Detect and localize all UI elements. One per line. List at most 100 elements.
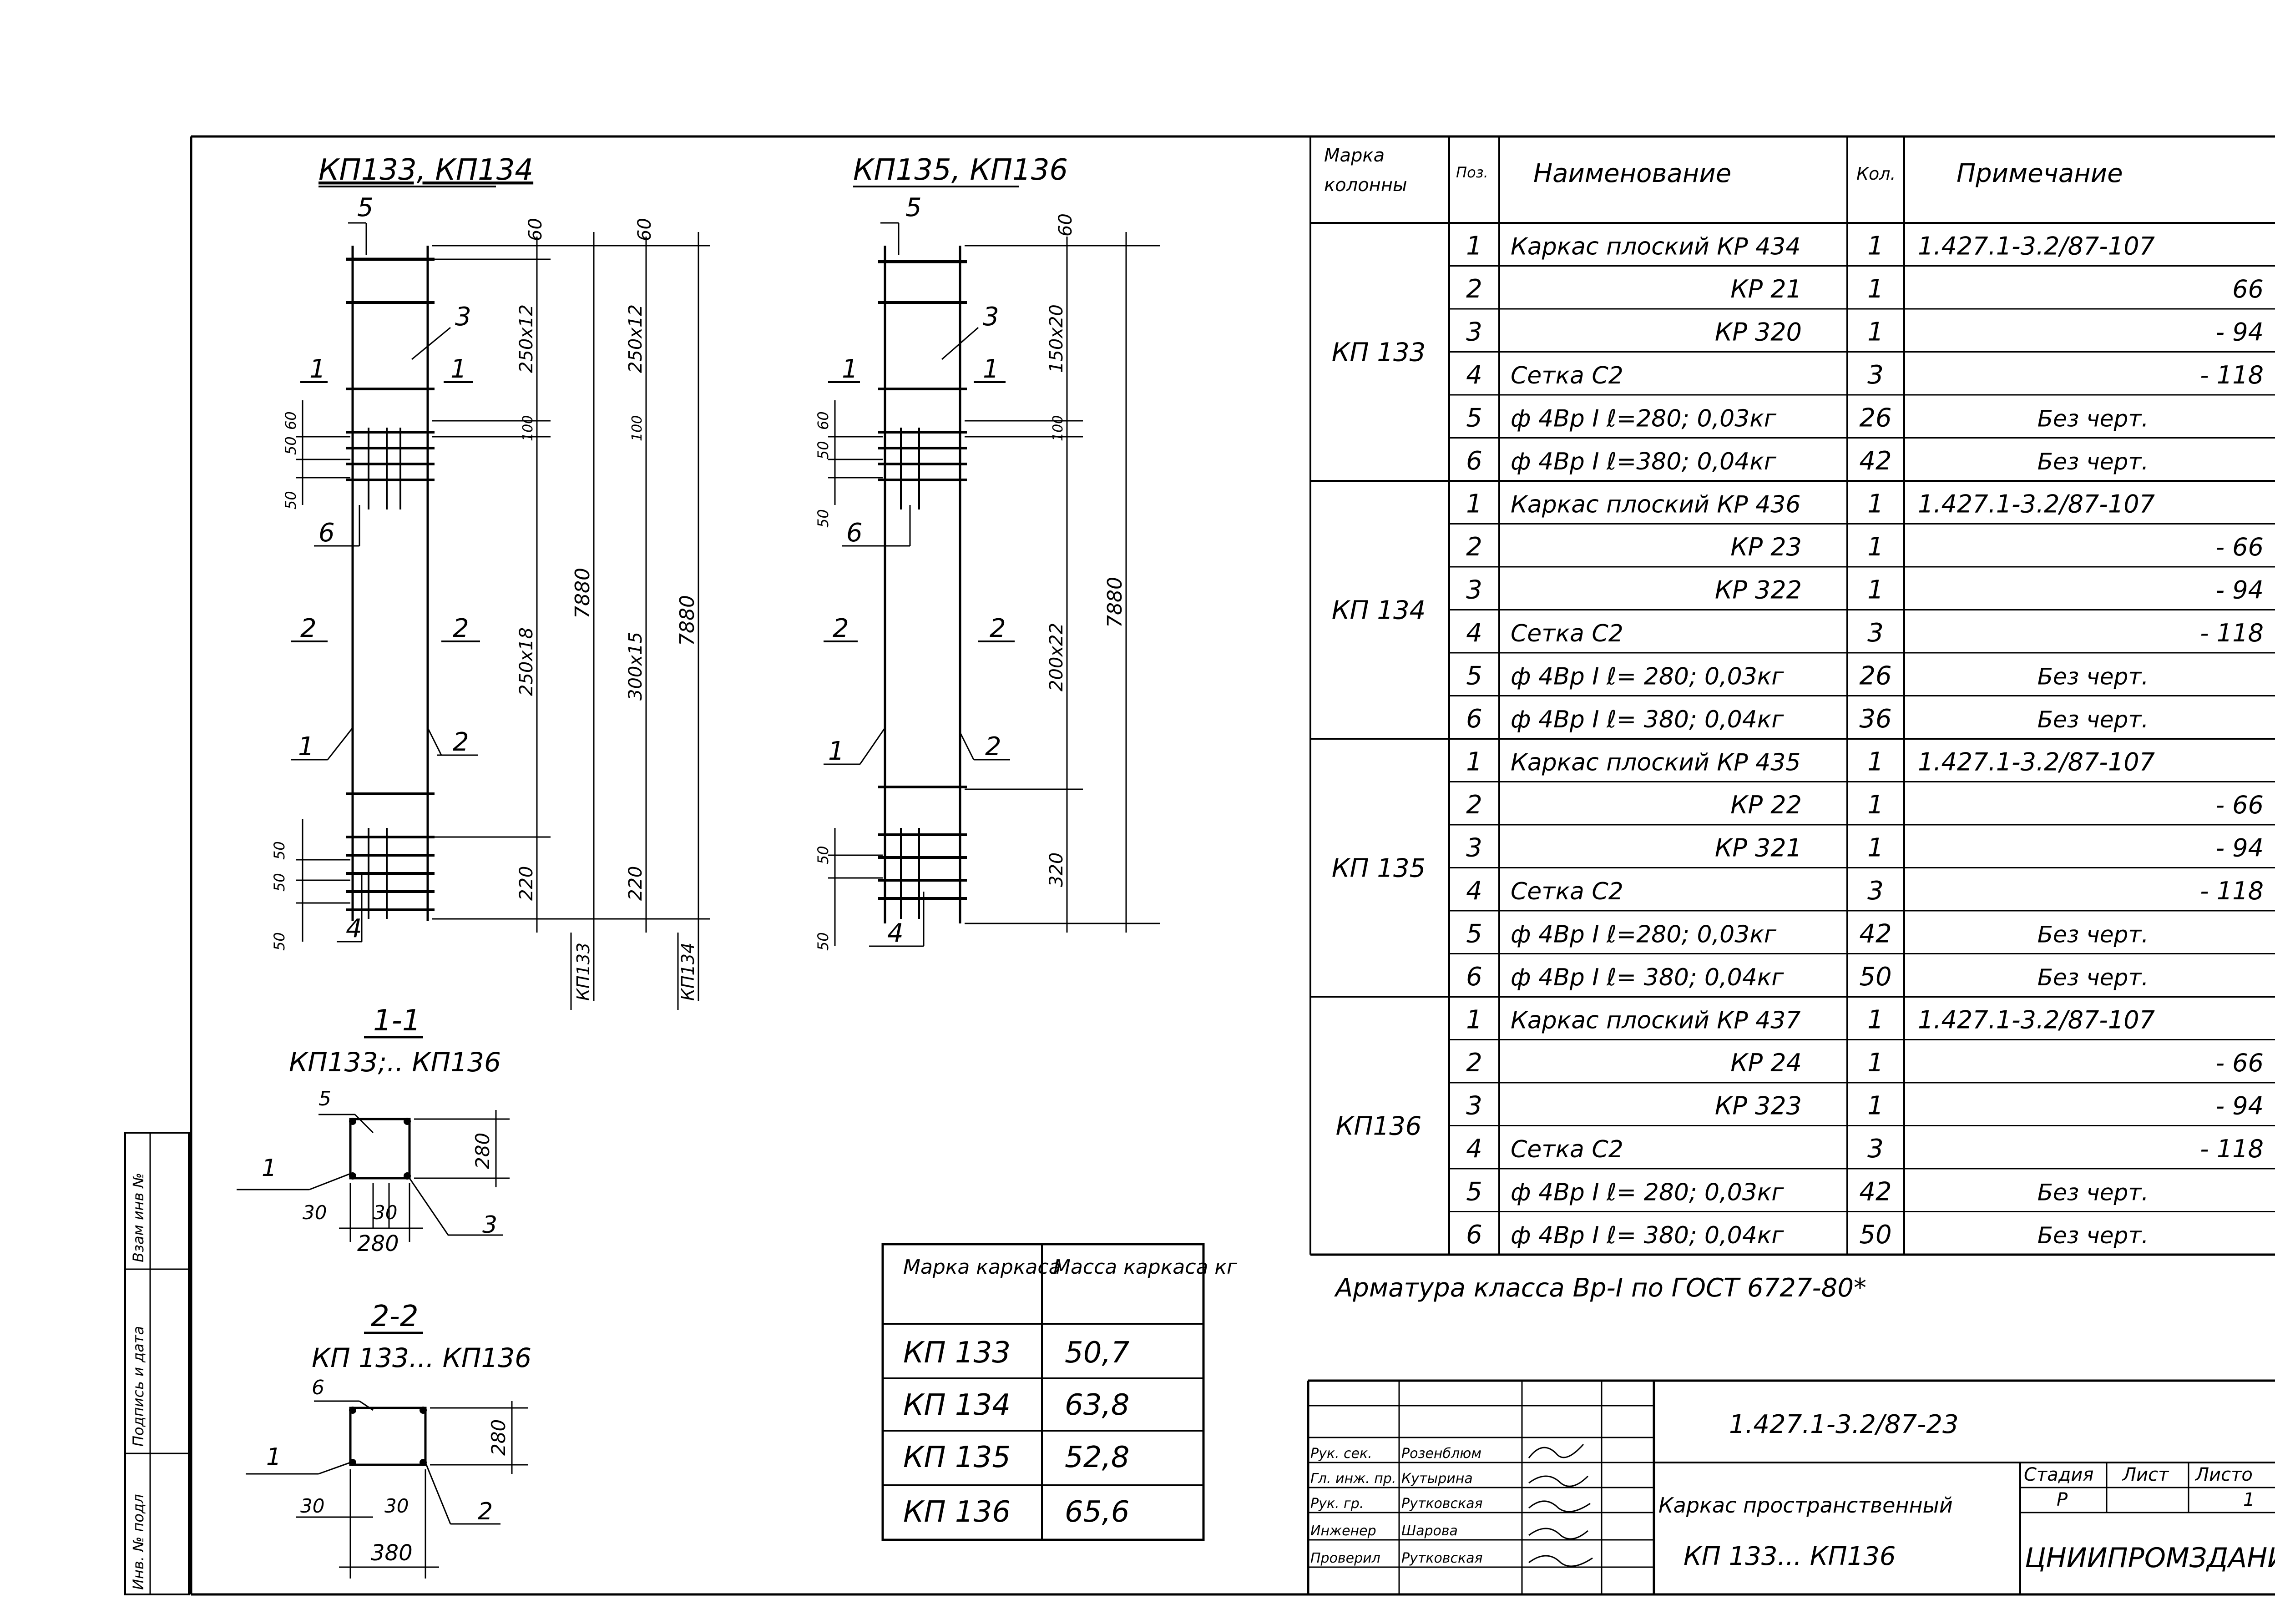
dim-7880b: 7880	[676, 595, 699, 646]
section-2-2-text: 6 1 2 280 30 30 380	[266, 1376, 510, 1566]
view-left-title: КП133, КП134	[318, 153, 533, 187]
spec-row-pos: 2	[1466, 790, 1482, 820]
spec-row-name: КР 320	[1715, 318, 1802, 347]
dim-250x12b: 250х12	[625, 304, 646, 373]
spec-row-name: ф 4Вр I ℓ=280; 0,03кг	[1511, 405, 1777, 433]
spec-row-pos: 3	[1466, 318, 1482, 347]
spec-row-name: КР 21	[1730, 275, 1802, 303]
spec-row-qty: 1	[1867, 833, 1884, 863]
staff-3-role: Рук. гр.	[1310, 1496, 1364, 1512]
spec-row-pos: 4	[1466, 360, 1482, 390]
label-1b: 1	[450, 354, 467, 384]
header-note: Примечание	[1956, 159, 2123, 188]
view-right-text: 5 3 1 1 6 2 2 1 2 4 60 150х20 100 200х22…	[814, 193, 1127, 951]
spec-row-name: КР 323	[1715, 1092, 1802, 1120]
spec-row-note: 66	[2232, 275, 2264, 303]
dim-60a: 60	[525, 218, 546, 241]
r-dim-s60: 60	[814, 411, 832, 430]
spec-row-note: Без черт.	[2037, 964, 2149, 991]
dim-s50d: 50	[271, 873, 288, 892]
spec-row-qty: 1	[1867, 318, 1884, 347]
note-text: Арматура класса Вр-I по ГОСТ 6727-80*	[1334, 1273, 1866, 1303]
spec-row-note: Без черт.	[2037, 706, 2149, 733]
mass-row-1-mark: КП 133	[903, 1336, 1011, 1370]
spec-row-pos: 3	[1466, 833, 1482, 863]
section-2-2: 2-2 КП 133... КП136	[246, 1300, 531, 1579]
spec-row-qty: 3	[1867, 360, 1884, 390]
r-dim-s50: 50	[814, 509, 832, 528]
spec-row-pos: 3	[1466, 575, 1482, 605]
sidebar-label-inv: Инв. № подл	[130, 1494, 147, 1590]
dim-s60: 60	[282, 411, 299, 430]
label-2c: 2	[453, 727, 469, 757]
header-pos: Поз.	[1456, 164, 1488, 181]
spec-row-qty: 1	[1867, 532, 1884, 562]
spec-row-qty: 3	[1867, 1134, 1884, 1164]
sidebar-stamp-text: Инв. № подл Подпись и дата Взам инв №	[130, 1173, 147, 1590]
staff-5-name: Рутковская	[1401, 1550, 1483, 1566]
spec-row-note: - 118	[2200, 619, 2264, 647]
spec-row-name: Сетка С2	[1511, 878, 1623, 905]
spec-row-note: - 118	[2200, 1135, 2264, 1163]
sheet-value: 1	[2243, 1489, 2255, 1510]
staff-4-role: Инженер	[1310, 1523, 1376, 1539]
staff-5-role: Проверил	[1310, 1550, 1380, 1566]
spec-row-name: ф 4Вр I ℓ=280; 0,03кг	[1511, 921, 1777, 948]
spec-row-qty: 42	[1859, 1177, 1891, 1207]
stage-value: Р	[2057, 1489, 2068, 1510]
spec-row-name: КР 22	[1730, 791, 1802, 819]
r-label-1c: 1	[828, 736, 844, 766]
s11-label-3: 3	[482, 1211, 497, 1239]
spec-row-name: Каркас плоский КР 437	[1511, 1007, 1800, 1034]
spec-row-note: Без черт.	[2037, 664, 2149, 690]
s11-dim-a: 30	[303, 1201, 327, 1224]
s22-dim-a: 30	[300, 1495, 324, 1517]
spec-row-note: - 94	[2216, 834, 2264, 862]
spec-row-name: Каркас плоский КР 435	[1511, 749, 1800, 777]
spec-row-name: ф 4Вр I ℓ= 280; 0,03кг	[1511, 1179, 1784, 1206]
spec-row-note: - 94	[2216, 1092, 2264, 1120]
sidebar-label-sign: Подпись и дата	[130, 1326, 147, 1447]
sheets-header: Листо	[2194, 1464, 2253, 1485]
s22-dim-w: 380	[371, 1540, 413, 1566]
s11-label-1: 1	[262, 1155, 277, 1182]
r-dim-100: 100	[1050, 415, 1066, 441]
s22-dim-h: 280	[487, 1419, 510, 1456]
spec-table	[1309, 136, 2275, 1256]
label-6: 6	[318, 518, 335, 548]
spec-row-qty: 3	[1867, 876, 1884, 906]
r-label-3: 3	[983, 302, 999, 332]
spec-row-pos: 5	[1466, 403, 1482, 433]
spec-row-name: Сетка С2	[1511, 362, 1623, 389]
spec-row-note: - 66	[2216, 533, 2264, 561]
spec-row-qty: 1	[1867, 790, 1884, 820]
dim-7880a: 7880	[571, 568, 594, 619]
spec-row-note: - 66	[2216, 791, 2264, 819]
staff-4-name: Шарова	[1401, 1523, 1458, 1539]
spec-row-note: - 118	[2200, 877, 2264, 905]
spec-row-qty: 50	[1859, 962, 1891, 992]
label-1c: 1	[298, 732, 314, 762]
r-dim-s50c: 50	[814, 846, 832, 864]
spec-row-qty: 3	[1867, 618, 1884, 648]
staff-1-name: Розенблюм	[1401, 1446, 1481, 1462]
r-label-2c: 2	[985, 732, 1001, 762]
s22-label-2: 2	[478, 1498, 493, 1525]
spec-row-pos: 2	[1466, 274, 1482, 304]
spec-row-qty: 1	[1867, 489, 1884, 519]
spec-row-note: - 94	[2216, 318, 2264, 347]
spec-row-name: ф 4Вр I ℓ= 380; 0,04кг	[1511, 1222, 1784, 1249]
label-5: 5	[357, 193, 374, 222]
label-1a: 1	[309, 354, 326, 384]
spec-row-pos: 6	[1466, 704, 1482, 734]
view-right-title: КП135, КП136	[853, 153, 1068, 187]
spec-row-pos: 4	[1466, 618, 1482, 648]
mass-table	[881, 1243, 1205, 1541]
spec-row-pos: 1	[1466, 232, 1482, 261]
spec-row-name: Сетка С2	[1511, 620, 1623, 647]
spec-row-name: КР 23	[1730, 533, 1802, 561]
spec-row-qty: 1	[1867, 232, 1884, 261]
kp133-vertical: КП133	[573, 943, 593, 1001]
spec-row-pos: 5	[1466, 1177, 1482, 1207]
